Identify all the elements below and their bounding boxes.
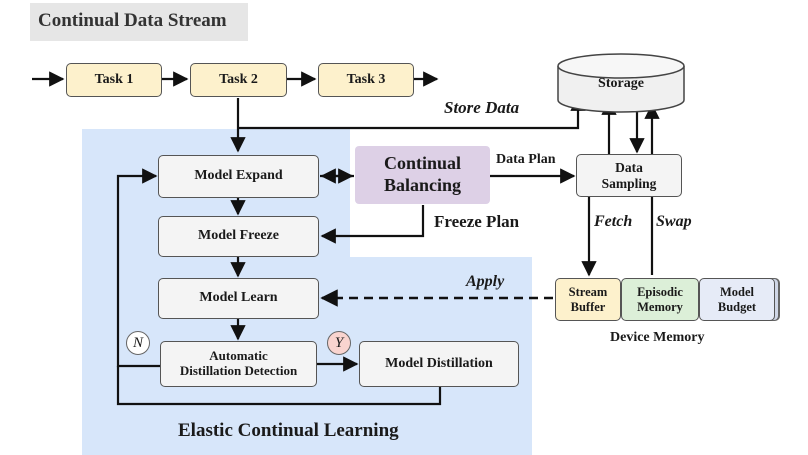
- store-data-label: Store Data: [444, 98, 520, 117]
- detect-line-2: Distillation Detection: [179, 363, 298, 378]
- task-3-box: Task 3: [318, 63, 414, 97]
- freeze-plan-label: Freeze Plan: [434, 212, 520, 231]
- model-distillation-box: Model Distillation: [359, 341, 519, 387]
- balancing-line-2: Balancing: [383, 175, 462, 195]
- storage-label: Storage: [598, 76, 644, 91]
- task-1-box: Task 1: [66, 63, 162, 97]
- no-loop-arrow: [116, 168, 160, 368]
- budget-line-1: Model: [719, 285, 755, 300]
- episodic-line-2: Memory: [637, 299, 683, 314]
- detect-line-1: Automatic: [209, 348, 268, 364]
- sampling-line-2: Sampling: [601, 175, 657, 191]
- region-title: Elastic Continual Learning: [178, 420, 399, 441]
- episodic-memory-box: Episodic Memory: [621, 278, 699, 321]
- diagram-title: Continual Data Stream: [38, 10, 227, 31]
- swap-label: Swap: [656, 213, 692, 230]
- apply-label: Apply: [466, 273, 505, 290]
- fetch-label: Fetch: [594, 213, 633, 230]
- data-plan-label: Data Plan: [496, 152, 556, 167]
- budget-line-2: Budget: [717, 299, 757, 314]
- distillation-detection-box: Automatic Distillation Detection: [160, 341, 317, 387]
- sampling-line-1: Data: [615, 159, 643, 175]
- model-freeze-box: Model Freeze: [158, 216, 319, 257]
- continual-balancing-box: Continual Balancing: [355, 146, 490, 204]
- device-memory-caption: Device Memory: [610, 330, 705, 345]
- distill-loop-line: [116, 366, 442, 406]
- balancing-line-1: Continual: [383, 153, 462, 174]
- model-learn-box: Model Learn: [158, 278, 319, 319]
- task-2-box: Task 2: [190, 63, 287, 97]
- model-expand-box: Model Expand: [158, 155, 319, 198]
- model-budget-box: Model Budget: [699, 278, 775, 321]
- freeze-plan-arrow: [320, 205, 425, 244]
- stream-buffer-box: Stream Buffer: [555, 278, 621, 321]
- stream-buffer-line-1: Stream: [568, 285, 608, 300]
- stream-buffer-line-2: Buffer: [570, 299, 606, 314]
- no-badge: N: [126, 331, 150, 355]
- data-sampling-box: Data Sampling: [576, 154, 682, 197]
- storage-cylinder: [557, 53, 685, 113]
- store-data-arrow: [238, 95, 586, 130]
- header-band: [30, 3, 248, 41]
- episodic-line-1: Episodic: [637, 285, 683, 300]
- yes-badge: Y: [327, 331, 351, 355]
